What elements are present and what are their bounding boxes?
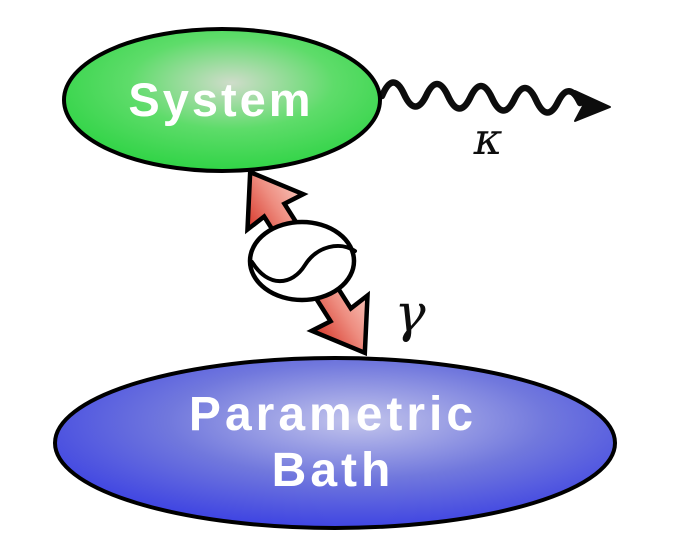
- ac-source-circle: [247, 219, 357, 303]
- bath-ellipse: [53, 356, 617, 530]
- wavy-arrowhead: [574, 90, 611, 122]
- bath-node: Parametric Bath: [53, 356, 617, 530]
- kappa-label: κ: [473, 114, 503, 165]
- ac-source-icon: [247, 219, 357, 303]
- wavy-line: [378, 79, 584, 116]
- bath-label-line1: Parametric: [189, 388, 477, 441]
- system-label: System: [128, 73, 313, 126]
- kappa-wavy-arrow-icon: [378, 79, 611, 122]
- system-node: System: [62, 27, 382, 173]
- sine-wave-glyph: [250, 243, 357, 283]
- bath-label-line2: Bath: [272, 444, 395, 497]
- system-ellipse: [62, 27, 382, 173]
- gamma-label: γ: [394, 284, 426, 344]
